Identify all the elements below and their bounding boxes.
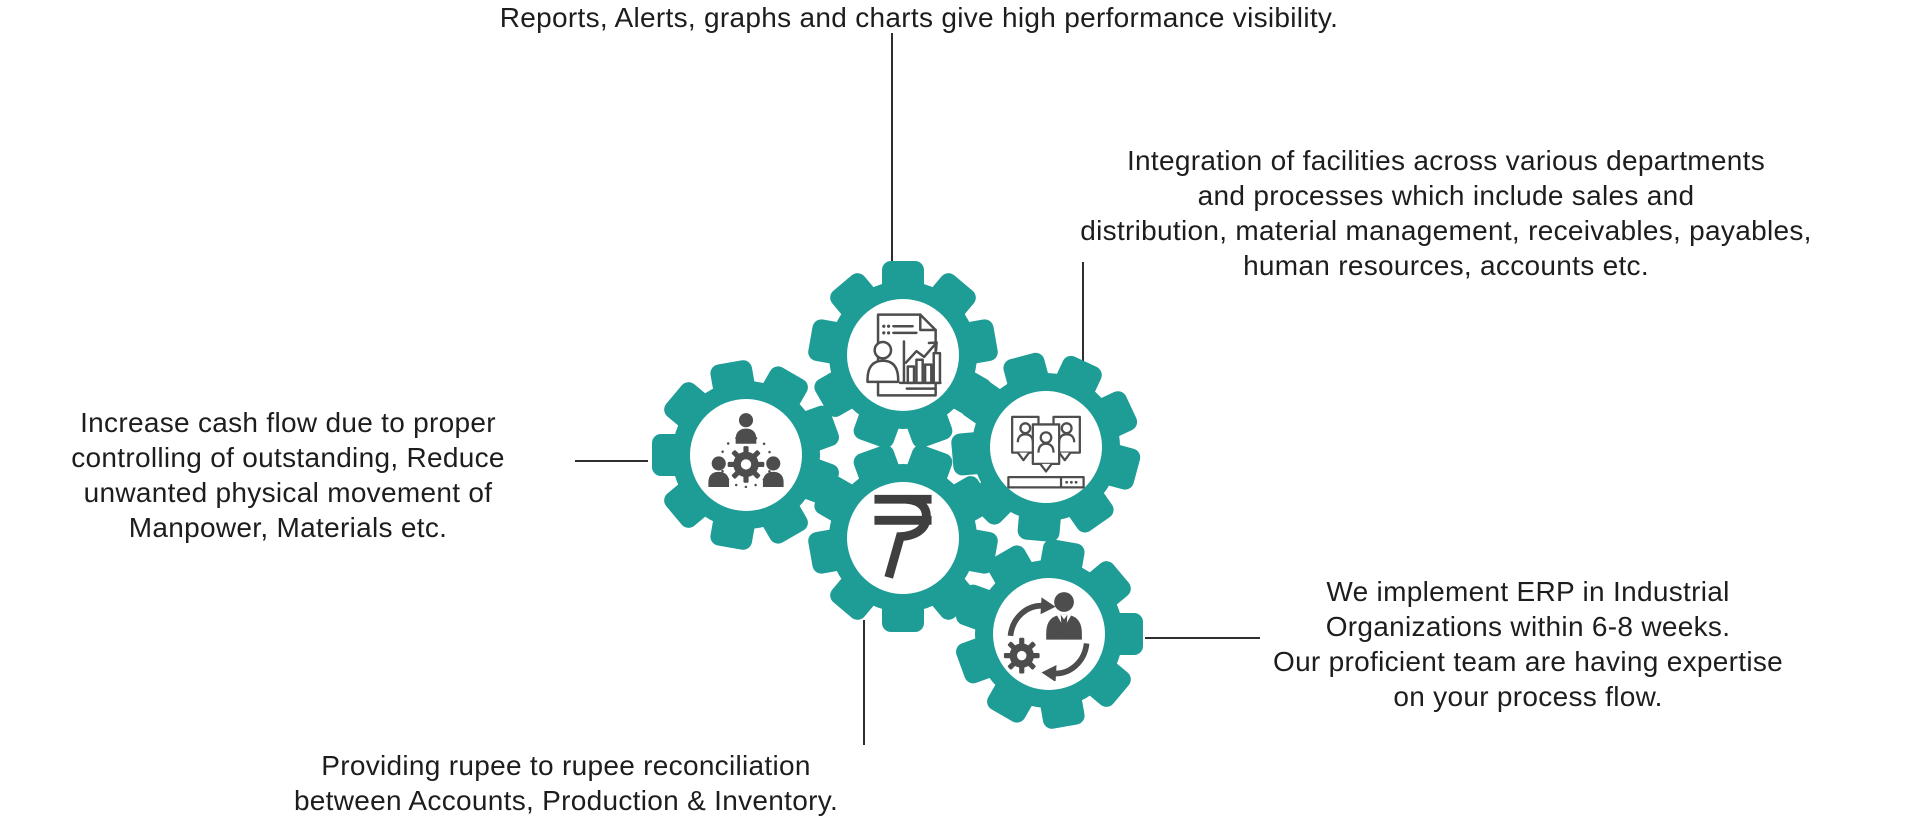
integration-connector-line — [1082, 262, 1084, 365]
integration-caption: Integration of facilities across various… — [1080, 145, 1812, 281]
process-automation-icon — [1003, 592, 1090, 681]
implementation-connector-line — [1145, 637, 1260, 639]
reconciliation-connector-line — [863, 620, 865, 745]
reconciliation-caption: Providing rupee to rupee reconciliation … — [293, 750, 839, 816]
implementation-caption: We implement ERP in Industrial Organizat… — [1272, 576, 1784, 712]
report-analytics-icon — [866, 313, 942, 397]
cash-flow-caption: Increase cash flow due to proper control… — [71, 407, 505, 543]
reports-caption: Reports, Alerts, graphs and charts give … — [499, 2, 1339, 33]
video-conference-icon — [1007, 415, 1085, 489]
rupee-icon — [874, 494, 932, 579]
reports-connector-line — [891, 33, 893, 265]
cash-flow-connector-line — [575, 460, 648, 462]
team-network-icon — [708, 413, 784, 489]
